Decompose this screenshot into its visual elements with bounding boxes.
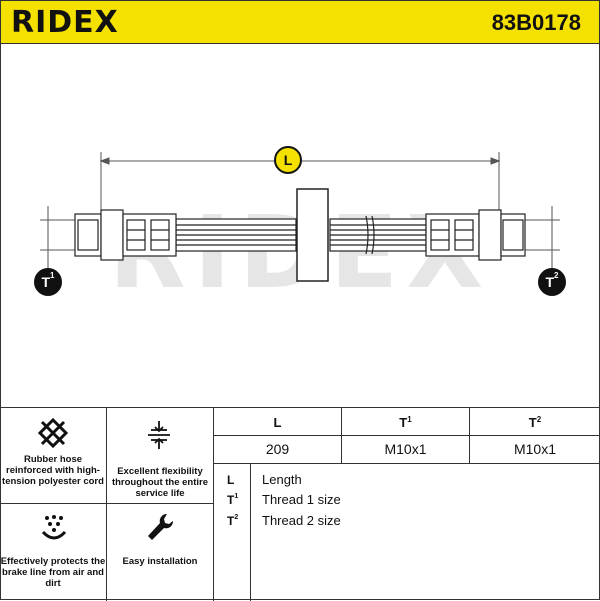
feature-label: Effectively protects the brake line from… [0,556,106,589]
divider [250,463,251,601]
feature-label: Easy installation [122,556,198,567]
brake-hose-drawing [40,152,560,282]
legend-label: Thread 1 size [262,492,341,507]
legend-key-text: T [227,514,235,528]
thread2-badge-label: T [545,274,555,290]
divider [106,408,107,601]
legend-key: L [227,473,234,487]
part-number: 83B0178 [491,10,581,35]
feature-label: Rubber hose reinforced with high-tension… [2,454,104,487]
divider [213,435,600,436]
droplets-shield-icon [41,515,67,540]
legend-key-text: T [227,493,235,507]
wrench-icon [148,513,174,540]
thread1-badge-sup: 1 [50,271,55,280]
feature-label: Excellent flexibility throughout the ent… [111,466,209,499]
header-text: T [528,415,537,430]
header-bar: RIDEX 83B0178 [1,1,599,44]
divider [0,503,213,504]
mesh-icon [38,418,68,448]
mounting-bracket [296,188,329,282]
thread2-badge-sup: 2 [554,271,559,280]
thread1-badge: T1 [34,268,62,296]
legend-key: T2 [227,514,238,528]
table-cell-thread2: M10x1 [513,441,557,457]
divider [213,408,214,601]
table-header-length: L [214,415,341,430]
hose-tube [175,215,427,255]
compress-arrows-icon [148,421,170,449]
legend-label: Length [262,472,302,487]
legend-key-sup: 2 [234,514,239,521]
right-fitting [425,209,526,261]
header-text: T [399,415,408,430]
left-fitting [74,209,177,261]
table-header-thread1: T1 [342,415,469,430]
table-cell-length: 209 [265,441,290,457]
table-cell-thread1: M10x1 [384,441,427,457]
header-text: L [273,415,282,430]
thread1-badge-label: T [41,274,51,290]
header-sup: 1 [407,415,412,424]
thread2-badge: T2 [538,268,566,296]
legend-key-sup: 1 [234,493,239,500]
brand-logo: RIDEX [11,5,119,40]
header-sup: 2 [536,415,542,424]
info-panel: Rubber hose reinforced with high-tension… [0,407,600,601]
length-badge: L [274,146,302,174]
thread-dimension-lines [40,206,560,269]
legend-key: T1 [227,493,238,507]
table-header-thread2: T2 [470,415,600,430]
legend-key-text: L [227,473,235,487]
divider [213,463,600,464]
legend-label: Thread 2 size [262,513,341,528]
